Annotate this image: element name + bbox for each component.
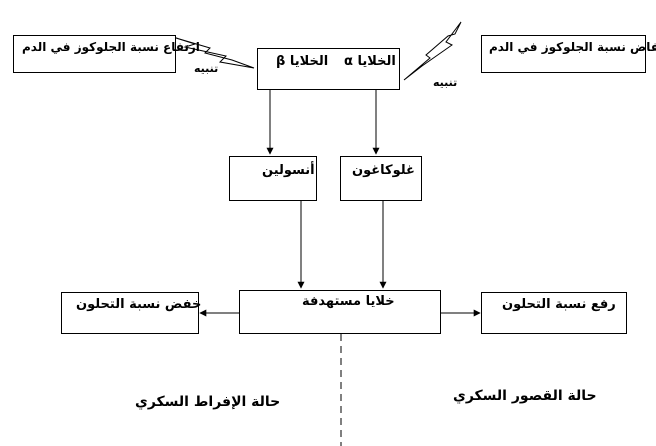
stimulus-right-label: تنبيه: [433, 76, 458, 89]
right-note-text: انخفاض نسبة الجلوكوز في الدم: [489, 40, 656, 54]
target-cells-box: [239, 290, 441, 334]
raise-level-label: رفع نسبة التحلون: [502, 297, 616, 312]
islet-cells-box: [257, 48, 400, 90]
insulin-box: [229, 156, 317, 201]
insulin-label: أنسولين: [262, 163, 315, 178]
stimulus-left-label: تنبيه: [194, 62, 219, 75]
raise-level-box: [481, 292, 627, 334]
glucagon-label: غلوكاغون: [352, 163, 415, 178]
glucagon-box: [340, 156, 422, 201]
left-note-box: [13, 35, 176, 73]
left-note-text: ارتفاع نسبة الجلوكوز في الدم: [22, 40, 200, 54]
alpha-cells-label: الخلايا α: [344, 54, 396, 69]
lower-level-box: [61, 292, 199, 334]
hypo-state-label: حالة القصور السكري: [453, 388, 597, 404]
beta-cells-label: الخلايا β: [276, 54, 329, 69]
lightning-right-icon: [403, 21, 462, 81]
right-note-box: [481, 35, 646, 73]
lower-level-label: خفض نسبة التحلون: [76, 297, 202, 312]
target-cells-label: خلايا مستهدفة: [302, 294, 395, 309]
lightning-left-icon: [175, 37, 255, 69]
hyper-state-label: حالة الإفراط السكري: [135, 394, 281, 410]
